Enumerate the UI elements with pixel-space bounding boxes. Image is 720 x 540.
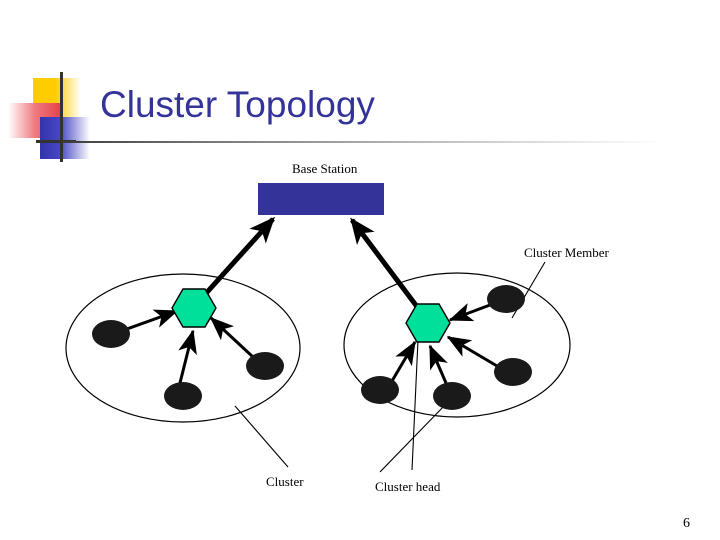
member-link-right-3 [428, 344, 448, 384]
cluster-member-node [164, 382, 202, 410]
page-number: 6 [683, 516, 690, 531]
base-station-label: Base Station [292, 161, 358, 176]
cluster-boundary-left [65, 273, 301, 423]
member-link-right-2 [446, 335, 498, 368]
leader-line-cluster [234, 405, 289, 468]
member-link-right-4 [390, 340, 417, 382]
leader-line-cluster-head-2 [411, 339, 419, 471]
cluster-head-label: Cluster head [375, 479, 441, 494]
cluster-member-node [487, 285, 525, 313]
member-link-left-1 [126, 309, 179, 331]
uplink-right-to-base-station [350, 217, 426, 318]
member-link-left-2 [209, 316, 255, 359]
decoration-horizontal-line [36, 140, 76, 143]
cluster-member-node [92, 320, 130, 348]
cluster-label: Cluster [266, 474, 304, 489]
member-link-right-1 [448, 303, 491, 322]
title-underline-rule [62, 141, 662, 143]
cluster-member-node [361, 376, 399, 404]
page-title: Cluster Topology [100, 84, 375, 125]
cluster-head-node-right [405, 303, 451, 343]
base-station-node [258, 183, 384, 215]
cluster-boundary-right [343, 272, 571, 418]
cluster-head-node-left [171, 288, 217, 328]
member-link-left-3 [178, 329, 197, 384]
cluster-member-node [494, 358, 532, 386]
uplink-left-to-base-station [198, 216, 276, 302]
cluster-member-label: Cluster Member [524, 245, 609, 260]
cluster-member-node [246, 352, 284, 380]
cluster-member-node [433, 382, 471, 410]
